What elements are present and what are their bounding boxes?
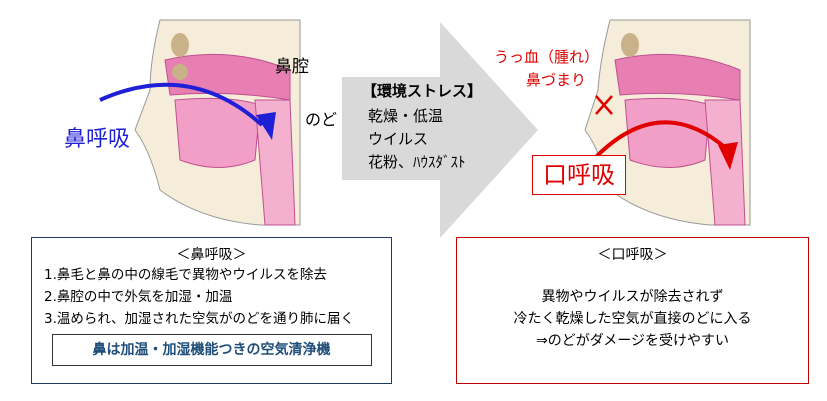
transition-arrow: [342, 22, 538, 238]
nose-breathing-box: ＜鼻呼吸＞ 1.鼻毛と鼻の中の線毛で異物やウイルスを除去 2.鼻腔の中で外気を加…: [31, 237, 392, 384]
mouth-breathing-box-info: ＜口呼吸＞ 異物やウイルスが除去されず 冷たく乾燥した空気が直接のどに入る ⇒の…: [456, 237, 809, 384]
stress-item: ウイルス: [368, 130, 429, 148]
stress-title: 【環境ストレス】: [362, 82, 483, 100]
environmental-stress: 【環境ストレス】 乾燥・低温 ウイルス 花粉、ﾊｳｽﾀﾞｽﾄ: [362, 80, 482, 174]
mouth-breathing-box: 口呼吸: [532, 155, 626, 195]
nose-box-title: ＜鼻呼吸＞: [176, 247, 247, 263]
stress-item: 花粉、ﾊｳｽﾀﾞｽﾄ: [368, 153, 466, 171]
mouth-box-title: ＜口呼吸＞: [597, 247, 668, 263]
nose-breathing-label: 鼻呼吸: [64, 127, 131, 152]
nose-box-line: 2.鼻腔の中で外気を加湿・加温: [44, 289, 233, 305]
mouth-box-line: ⇒のどがダメージを受けやすい: [535, 333, 730, 349]
left-head-illustration: [134, 19, 301, 226]
blocked-x-icon: [595, 95, 613, 115]
nasal-cavity-label: 鼻腔: [275, 57, 309, 77]
throat-label: のど: [305, 110, 338, 129]
nose-breathing-arrow: [99, 82, 264, 127]
stress-item: 乾燥・低温: [368, 107, 444, 125]
mouth-box-line: 異物やウイルスが除去されず: [541, 289, 724, 305]
stuffy-nose-label: 鼻づまり: [526, 71, 587, 89]
mouth-breathing-label: 口呼吸: [543, 161, 615, 189]
nose-summary: 鼻は加温・加湿機能つきの空気清浄機: [51, 334, 372, 366]
congestion-label: うっ血（腫れ）: [494, 48, 600, 66]
mouth-box-line: 冷たく乾燥した空気が直接のどに入る: [513, 311, 752, 327]
mouth-breathing-arrow: [591, 120, 730, 162]
nose-box-line: 1.鼻毛と鼻の中の線毛で異物やウイルスを除去: [44, 267, 327, 283]
nose-box-line: 3.温められ、加湿された空気がのどを通り肺に届く: [44, 311, 355, 327]
